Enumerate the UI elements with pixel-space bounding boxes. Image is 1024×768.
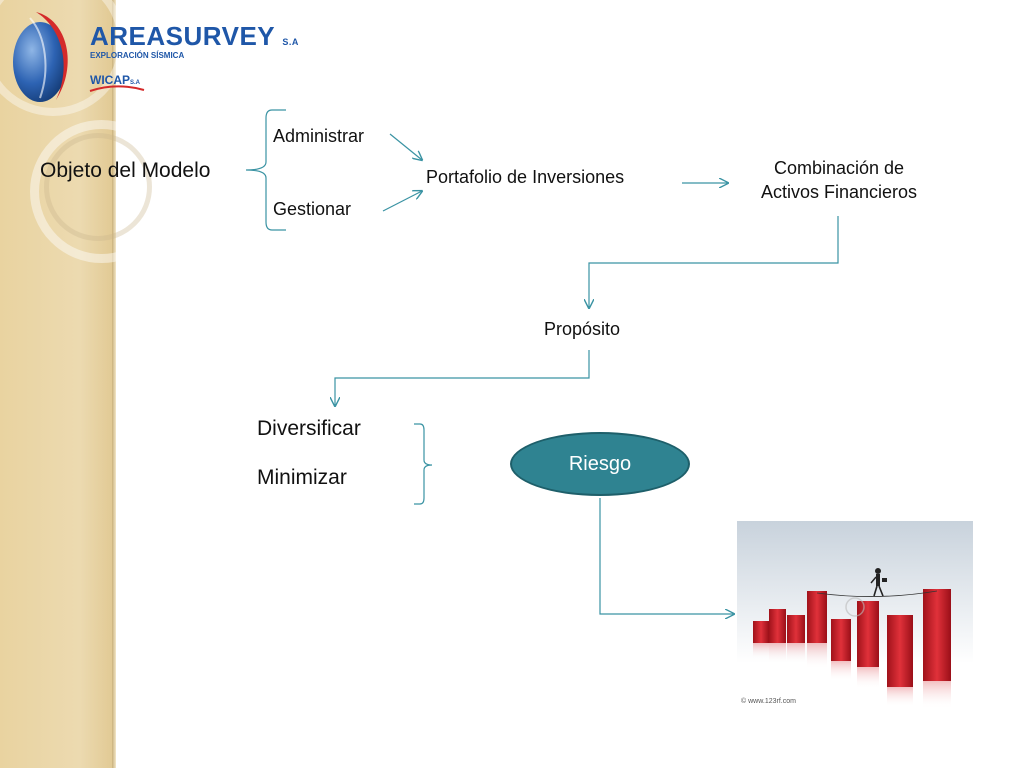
node-portafolio: Portafolio de Inversiones <box>426 167 624 188</box>
node-proposito: Propósito <box>544 319 620 340</box>
risk-photo <box>737 521 973 711</box>
arrow-gestionar <box>383 191 422 211</box>
arrow-administrar <box>390 134 422 160</box>
arrow-diversificar <box>335 350 589 406</box>
node-combinacion-line1: Combinación de <box>744 158 934 179</box>
node-combinacion-line2: Activos Financieros <box>744 182 934 203</box>
brace-diversificar <box>414 424 432 504</box>
node-diversificar: Diversificar <box>257 417 361 441</box>
risk-photo-illustration <box>737 521 973 711</box>
node-riesgo-label: Riesgo <box>569 453 631 475</box>
photo-credit: © www.123rf.com <box>741 698 796 705</box>
arrow-proposito <box>589 216 838 308</box>
tightrope-walker-icon <box>871 568 887 596</box>
node-administrar: Administrar <box>273 126 364 147</box>
node-combinacion: Combinación de Activos Financieros <box>744 158 934 203</box>
node-objeto: Objeto del Modelo <box>40 159 210 183</box>
bars <box>753 589 951 687</box>
node-gestionar: Gestionar <box>273 199 351 220</box>
node-riesgo: Riesgo <box>510 432 690 496</box>
node-minimizar: Minimizar <box>257 466 347 490</box>
arrow-photo <box>600 498 734 614</box>
